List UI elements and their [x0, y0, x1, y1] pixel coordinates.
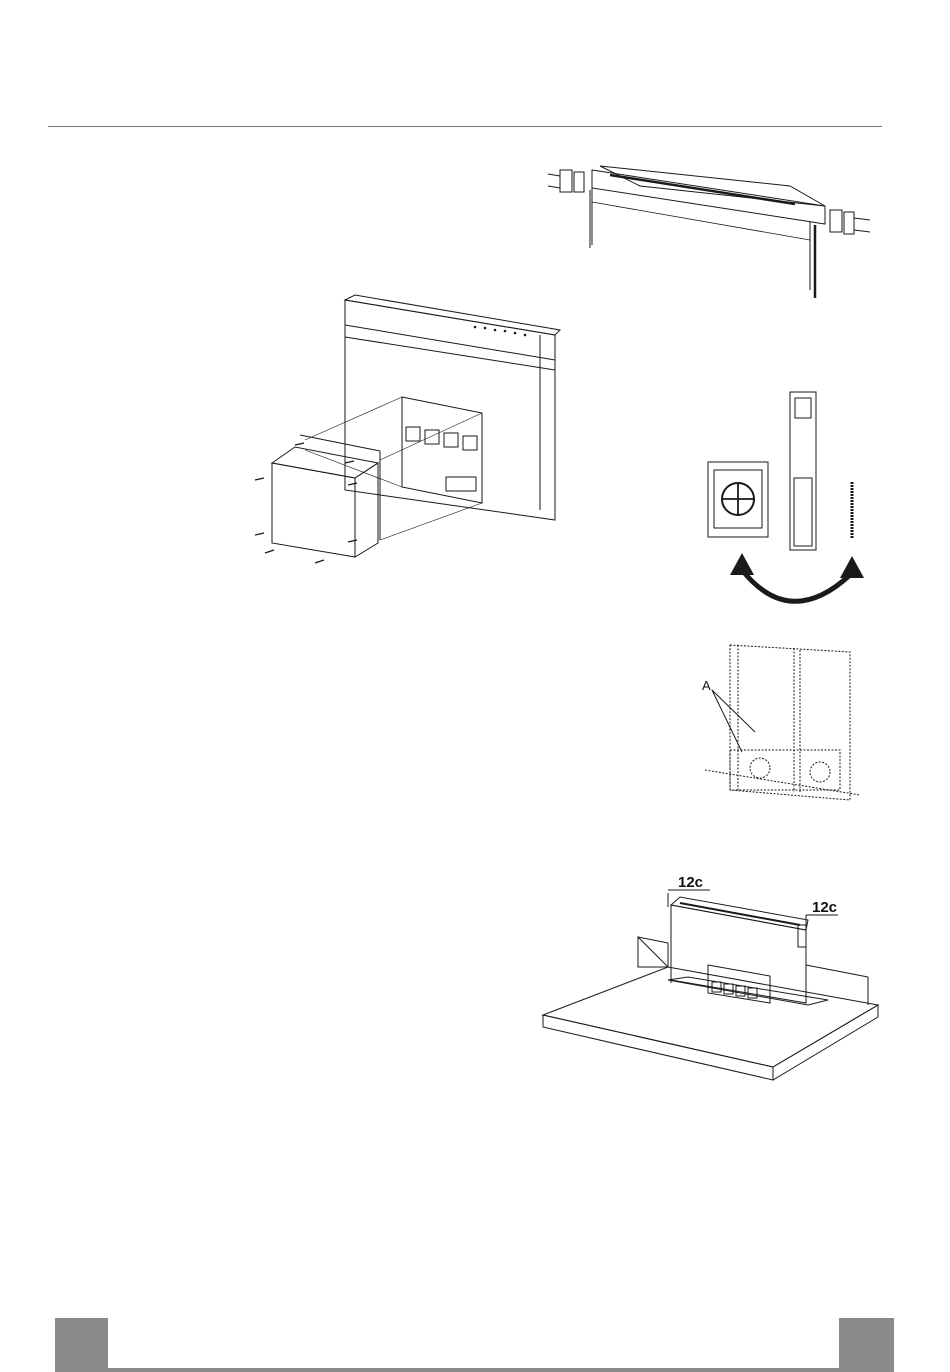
- figure-filter-swap: [700, 390, 870, 615]
- countertop-drawing: 12c 12c: [538, 875, 883, 1085]
- figure-countertop: 12c 12c: [538, 875, 883, 1085]
- footer-block-right: [839, 1318, 894, 1372]
- filter-swap-drawing: [700, 390, 870, 615]
- dimension-label-left: 12c: [678, 874, 703, 891]
- header-rule: [48, 126, 882, 127]
- figure-motor-screws: A: [700, 640, 870, 805]
- footer-block-left: [55, 1318, 108, 1372]
- motor-screws-drawing: A: [700, 640, 870, 805]
- footer-line: [108, 1368, 839, 1372]
- callout-a: A: [702, 678, 711, 693]
- attach-module-drawing: [250, 295, 570, 580]
- dimension-label-right: 12c: [812, 899, 837, 916]
- figure-side-brackets: [540, 150, 880, 300]
- figure-attach-module: [250, 295, 570, 580]
- side-brackets-drawing: [540, 150, 880, 300]
